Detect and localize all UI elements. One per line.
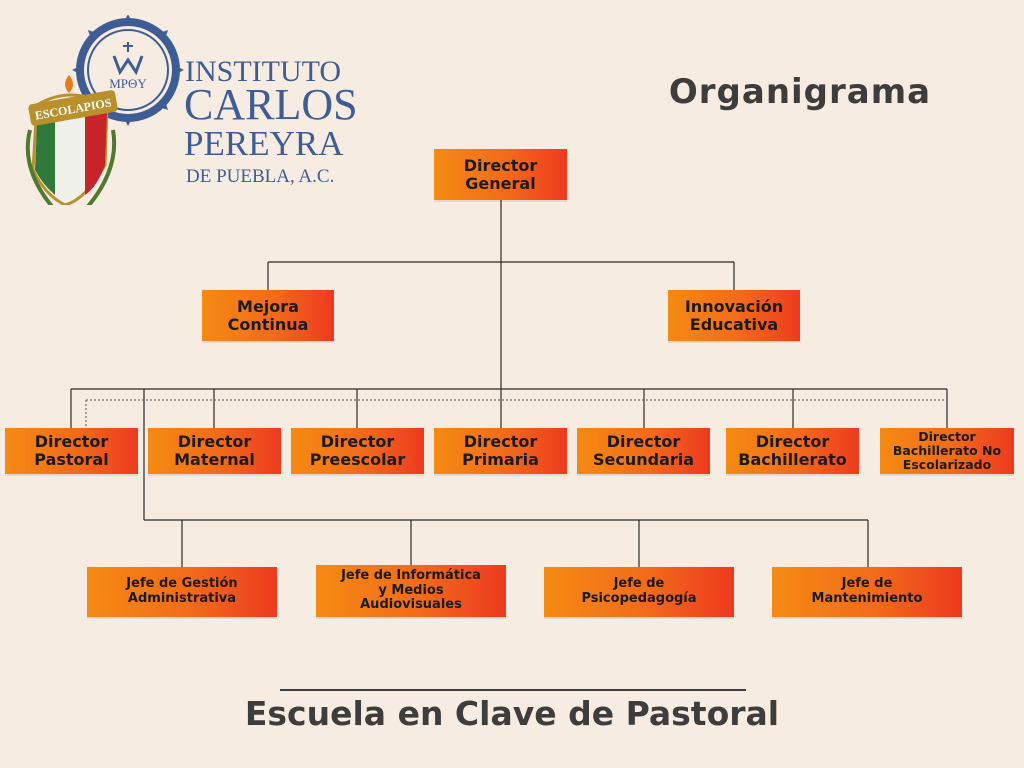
logo-name-instituto: INSTITUTO <box>185 55 342 88</box>
school-logo: MPΘY ESCOLAPIOS INSTITUTO CARLOS PEREYRA… <box>20 14 358 212</box>
logo-name-pereyra: PEREYRA <box>184 124 344 163</box>
node-jefe-gestion-administrativa: Jefe de Gestión Administrativa <box>87 567 277 617</box>
footer-divider <box>280 689 746 691</box>
node-director-general: Director General <box>434 149 567 200</box>
node-director-secundaria: Director Secundaria <box>577 428 710 474</box>
logo-name-puebla: DE PUEBLA, A.C. <box>186 166 335 187</box>
node-director-primaria: Director Primaria <box>434 428 567 474</box>
node-mejora-continua: Mejora Continua <box>202 290 334 341</box>
footer-caption: Escuela en Clave de Pastoral <box>244 694 780 733</box>
node-director-preescolar: Director Preescolar <box>291 428 424 474</box>
node-director-maternal: Director Maternal <box>148 428 281 474</box>
page-title: Organigrama <box>668 72 932 112</box>
node-jefe-informatica: Jefe de Informática y Medios Audiovisual… <box>316 565 506 617</box>
node-innovacion-educativa: Innovación Educativa <box>668 290 800 341</box>
school-crest-icon: MPΘY ESCOLAPIOS <box>25 14 184 212</box>
node-director-pastoral: Director Pastoral <box>5 428 138 474</box>
node-jefe-mantenimiento: Jefe de Mantenimiento <box>772 567 962 617</box>
logo-name-carlos: CARLOS <box>184 80 358 129</box>
node-director-bachillerato: Director Bachillerato <box>726 428 859 474</box>
node-jefe-psicopedagogia: Jefe de Psicopedagogía <box>544 567 734 617</box>
node-director-bachillerato-no-escolarizado: Director Bachillerato No Escolarizado <box>880 428 1014 474</box>
seal-monogram: MPΘY <box>109 76 147 91</box>
